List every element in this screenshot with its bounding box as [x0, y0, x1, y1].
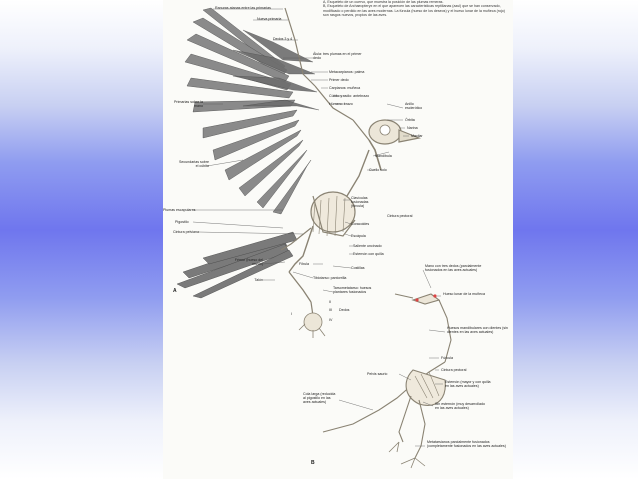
lunar-bone-marker — [433, 294, 437, 298]
label-tibiotarso: Tibiotarso: pantorrilla — [313, 276, 347, 280]
crow-tail-feathers — [176, 231, 298, 299]
label-furcula: Fúrcula — [441, 356, 453, 360]
label-sin-esternon: Sin esternón (muy desarrollado en las av… — [435, 402, 485, 410]
label-primarias: Primarias sobre la mano — [174, 100, 203, 108]
label-pigostilo: Pigostilo — [175, 220, 189, 224]
label-cubito: Cúbito y radio: antebrazo — [329, 94, 370, 98]
label-anillo: Anillo esclerótico — [405, 102, 423, 110]
label-mandibula: Mandíbula — [375, 154, 392, 158]
label-dedo-iii: III — [329, 308, 332, 312]
textbook-page: A, Esqueleto de un cuervo, que muestra l… — [163, 0, 513, 479]
label-primer-dedo: Primer dedo — [329, 78, 349, 82]
label-dedo-i: I — [291, 312, 292, 316]
label-ranuras: Ranuras atanas entre las primarias — [215, 6, 271, 10]
label-coracoides: Coracoides — [351, 222, 370, 226]
label-metatarsianos: Metatarsianos parcialmente fusionados (c… — [427, 440, 506, 448]
label-claviculas: Clavículas fusionadas (fúrcula) — [351, 196, 369, 208]
caption-line-a: A, Esqueleto de un cuervo, que muestra l… — [323, 0, 444, 4]
figure-caption: A, Esqueleto de un cuervo, que muestra l… — [323, 0, 511, 17]
crow-skeleton — [280, 7, 422, 338]
label-esternon: Esternón con quilla — [353, 252, 384, 256]
label-huesos-mandibulares: Huesos mandibulares con dientes (sin die… — [447, 326, 508, 334]
panel-label-b: B — [311, 460, 315, 466]
label-escapula: Escápula — [351, 234, 366, 238]
leader-lines — [192, 8, 446, 447]
caption-line-b: B, Esqueleto de Archaeopteryx en el que … — [323, 4, 505, 17]
archaeopteryx-skeleton — [322, 293, 452, 469]
crow-wing-feathers — [184, 7, 312, 215]
label-cintura-pectoral: Cintura pectoral — [387, 214, 413, 218]
label-dedos-3-4: Dedos 3 y 4 — [273, 37, 293, 41]
label-maxilar: Maxilar — [411, 134, 423, 138]
panel-label-a: A — [173, 288, 177, 294]
label-femur: Fémur (hueso del muslo) — [234, 258, 263, 266]
label-narina: Narina — [407, 126, 418, 130]
skeleton-illustrations — [176, 7, 452, 469]
label-cintura-pelviana: Cintura pelviana — [173, 230, 199, 234]
label-plumas-escapulares: Plumas escapulares — [163, 208, 196, 212]
label-talon: Talón — [254, 278, 263, 282]
label-dedo-iv: IV — [329, 318, 333, 322]
label-saliente: Saliente uncinado — [353, 244, 382, 248]
label-cintura-pectoral-b: Cintura pectoral — [441, 368, 467, 372]
label-cuello: Cuello solo — [369, 168, 387, 172]
label-humero: Húmero: brazo — [329, 102, 353, 106]
label-dedo-ii: II — [329, 300, 331, 304]
label-nueva-primaria: Nueva primaria — [257, 17, 282, 21]
label-costillas: Costillas — [351, 266, 365, 270]
label-pelvis: Pelvis saurio — [367, 372, 388, 376]
label-esternon-b: Esternón (mayor y con quilla en las aves… — [445, 380, 491, 388]
label-orbita: Órbita — [405, 118, 415, 122]
crow-covert-feathers — [232, 29, 320, 111]
label-hueso-lunar: Hueso lunar de la muñeca — [443, 292, 485, 296]
label-metacarpianos: Metacarpianos: palma — [329, 70, 365, 74]
label-carpianos: Carpianos: muñeca — [329, 86, 361, 90]
label-cola: Cola larga (reducida al pigostilo en las… — [303, 392, 336, 404]
label-tarsometatarso: Tarsometatarso: huesos plantares fusiona… — [333, 286, 372, 294]
label-fibula: Fíbula — [299, 262, 309, 266]
furcula-marker — [415, 298, 419, 302]
label-alula: Álula: tres plumas en el primer dedo — [313, 52, 362, 60]
label-mano-tres-dedos: Mano con tres dedos (parcialmente fusion… — [425, 264, 482, 272]
label-dedos: Dedos — [339, 308, 350, 312]
label-secundarias: Secundarias sobre el cúbito — [179, 160, 209, 168]
